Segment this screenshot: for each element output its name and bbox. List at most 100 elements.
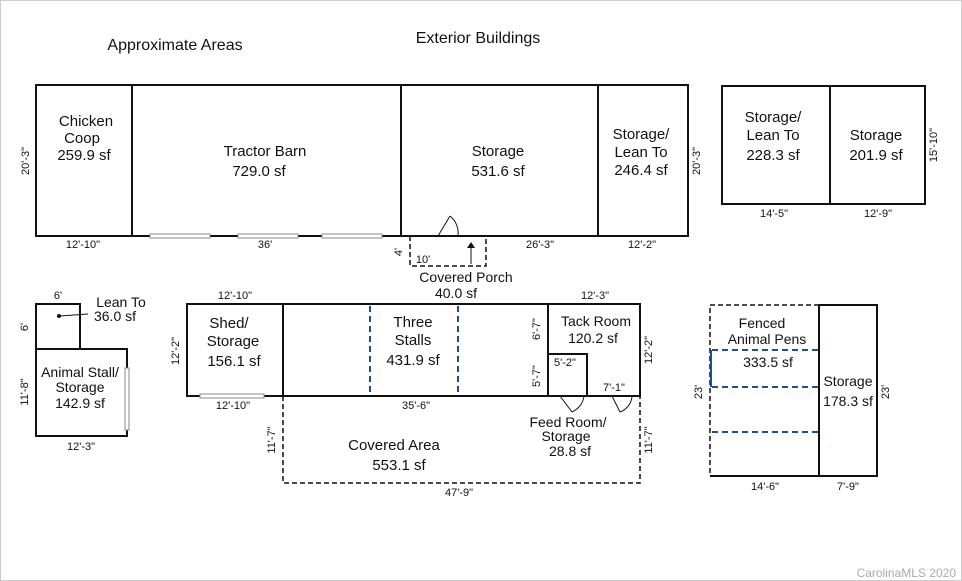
fenced-pens-area: 333.5 sf (743, 354, 793, 370)
dim-bottom-mid-run: 35'-6" (402, 400, 430, 412)
storage-lean-to-label-2: Lean To (614, 144, 667, 161)
storage-lean-to-area: 246.4 sf (614, 162, 668, 179)
storage-pens-label: Storage (823, 373, 872, 389)
dim-right-right-width: 12'-9" (864, 208, 892, 220)
tractor-barn-room (131, 84, 402, 237)
lean-to-small-label: Lean To (96, 294, 146, 310)
covered-area-label: Covered Area (348, 437, 440, 454)
dim-lean-small-side: 6' (19, 323, 31, 331)
covered-area-area: 553.1 sf (372, 457, 426, 474)
stall-barn: Shed/ Storage 156.1 sf Three Stalls 431.… (170, 290, 655, 459)
dim-door-gap: 7'-1" (603, 382, 625, 394)
dim-tractor-width: 36' (258, 239, 272, 251)
dim-storage-width: 26'-3" (526, 239, 554, 251)
three-stalls-label-2: Stalls (395, 332, 432, 349)
storage-right-area: 201.9 sf (849, 147, 903, 164)
lean-to-pointer-dot (57, 314, 61, 318)
covered-porch-area: 40.0 sf (435, 285, 477, 301)
top-right-building: Storage/ Lean To 228.3 sf Storage 201.9 … (721, 85, 940, 220)
barn-door-3 (321, 233, 383, 239)
storage-lean-to-right-label-2: Lean To (746, 127, 799, 144)
chicken-coop-area: 259.9 sf (57, 147, 111, 164)
shed-storage-area: 156.1 sf (207, 353, 261, 370)
animal-stall-building: 6' 6' Lean To 36.0 sf Animal Stall/ Stor… (19, 290, 146, 453)
storage-right-label: Storage (850, 127, 903, 144)
lean-to-small-room (35, 303, 81, 350)
covered-area-outline (282, 396, 641, 484)
feed-door-swing (571, 395, 585, 413)
covered-porch-label: Covered Porch (419, 269, 512, 285)
porch-arrow-head (467, 242, 475, 248)
feed-room (547, 353, 588, 397)
porch-door-swing (449, 215, 459, 237)
animal-stall-room (35, 348, 128, 437)
dim-chicken-width: 12'-10" (66, 239, 100, 251)
animal-stall-area: 142.9 sf (55, 395, 105, 411)
shed-storage-label-2: Storage (207, 333, 260, 350)
storage-lean-to-room (597, 84, 689, 237)
tractor-barn-area: 729.0 sf (232, 163, 286, 180)
fenced-pens-label-1: Fenced (739, 315, 786, 331)
dim-porch-depth: 4' (393, 248, 405, 256)
animal-stall-label-1: Animal Stall/ (41, 364, 119, 380)
dim-shed-side: 12'-2" (170, 337, 182, 365)
dim-pens-storage-bottom: 7'-9" (837, 481, 859, 493)
fenced-pens-label-2: Animal Pens (728, 331, 807, 347)
watermark-text: CarolinaMLS 2020 (857, 566, 957, 580)
shed-opening (199, 393, 265, 399)
lean-to-pointer (59, 313, 89, 317)
dim-feed-width: 5'-2" (554, 357, 576, 369)
tack-room-label: Tack Room (561, 313, 631, 329)
storage-right-room (829, 85, 926, 205)
storage-lean-to-right-area: 228.3 sf (746, 147, 800, 164)
storage-main-area: 531.6 sf (471, 163, 525, 180)
dim-right-bldg-height: 15'-10" (928, 128, 940, 162)
porch-door (437, 215, 451, 237)
dim-right-left-width: 14'-5" (760, 208, 788, 220)
dim-bottom-left-run: 12'-10" (216, 400, 250, 412)
approximate-areas-title: Approximate Areas (107, 37, 242, 54)
dim-covered-right: 11'-7" (643, 426, 655, 453)
lean-to-small-area: 36.0 sf (94, 308, 136, 324)
dim-covered-left: 11'-7" (266, 426, 278, 453)
dim-pens-left: 23' (693, 385, 705, 399)
barn-door-2 (237, 233, 299, 239)
barn-door-1 (149, 233, 211, 239)
covered-porch-outline (409, 236, 487, 267)
animal-stall-opening (124, 367, 130, 431)
three-stalls-area: 431.9 sf (386, 352, 440, 369)
dim-covered-bottom: 47'-9" (445, 487, 473, 499)
dim-feed-side: 5'-7" (531, 365, 543, 387)
dim-lean-to-width: 12'-2" (628, 239, 656, 251)
tractor-barn-label: Tractor Barn (224, 143, 307, 160)
dim-porch-width: 10' (416, 254, 430, 266)
animal-stall-label-2: Storage (55, 379, 104, 395)
exterior-buildings-title: Exterior Buildings (416, 30, 541, 47)
tack-door (611, 395, 621, 413)
chicken-coop-label-1: Chicken (59, 113, 113, 130)
dim-tack-side-left: 6'-7" (531, 318, 543, 340)
storage-main-label: Storage (472, 143, 525, 160)
top-building: Chicken Coop 259.9 sf Tractor Barn 729.0… (20, 84, 703, 251)
feed-door (559, 395, 573, 413)
dim-top-left-height: 20'-3" (20, 147, 32, 175)
animal-pens-building: Fenced Animal Pens 333.5 sf Storage 178.… (693, 304, 892, 493)
dim-pens-right: 23' (880, 385, 892, 399)
dim-tack-top: 12'-3" (581, 290, 609, 302)
dim-stall-side: 11'-8" (19, 378, 31, 405)
three-stalls-label-1: Three (393, 314, 432, 331)
feed-room-area: 28.8 sf (549, 443, 591, 459)
storage-main-room (400, 84, 599, 237)
feed-room-label-1: Feed Room/ (529, 414, 606, 430)
chicken-coop-room (35, 84, 133, 237)
storage-lean-to-label-1: Storage/ (613, 126, 671, 143)
tack-door-swing (619, 395, 633, 413)
tack-room-area: 120.2 sf (568, 330, 618, 346)
dim-lean-small-top: 6' (54, 290, 62, 302)
storage-lean-to-right-room (721, 85, 831, 205)
three-stalls-room (282, 303, 549, 397)
storage-pens-room (818, 304, 878, 477)
covered-porch: 4' 10' Covered Porch 40.0 sf (393, 236, 513, 301)
dim-top-right-height: 20'-3" (691, 147, 703, 175)
